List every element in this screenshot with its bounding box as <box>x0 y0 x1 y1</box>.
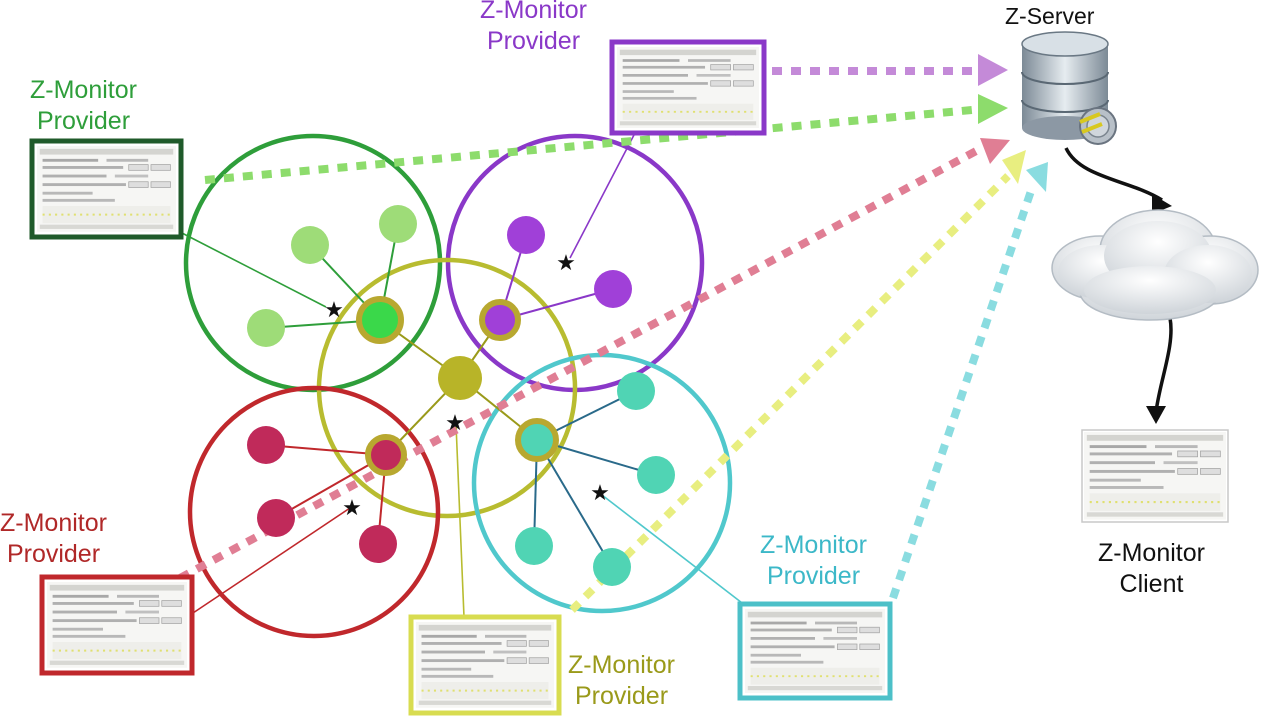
database-server-icon <box>1021 31 1117 145</box>
node <box>515 527 553 565</box>
cyan-dashed-arrow <box>889 186 1036 600</box>
provider-screenshot-cyan <box>737 601 893 701</box>
provider-label-line2: Provider <box>766 561 861 590</box>
gateway-node <box>365 434 407 476</box>
provider-label-red: Z-Monitor Provider <box>0 508 107 569</box>
provider-label-olive: Z-Monitor Provider <box>568 650 675 711</box>
provider-label-green: Z-Monitor Provider <box>30 75 137 136</box>
node <box>257 499 295 537</box>
provider-screenshot-red <box>39 574 195 676</box>
node <box>593 548 631 586</box>
provider-label-line1: Z-Monitor <box>568 651 675 679</box>
server-label-text: Z-Server <box>1005 3 1095 29</box>
cloud-to-client-arrow <box>1154 317 1173 413</box>
gateway-node <box>515 418 559 462</box>
star-icon: ★ <box>342 496 362 521</box>
node <box>247 426 285 464</box>
provider-screenshot-olive <box>408 614 562 716</box>
node <box>359 525 397 563</box>
server-to-cloud-arrow <box>1064 147 1163 202</box>
provider-label-line2: Provider <box>574 681 669 710</box>
client-label: Z-Monitor Client <box>1098 538 1205 599</box>
olive-dashed-arrow <box>569 173 1011 613</box>
node <box>507 216 545 254</box>
red-dashed-arrow <box>178 146 980 582</box>
client-screenshot <box>1081 429 1229 523</box>
gateway-node <box>356 296 404 344</box>
gateway-node <box>479 299 521 341</box>
star-icon: ★ <box>445 411 465 436</box>
provider-label-line1: Z-Monitor <box>760 531 867 559</box>
provider-screenshot-green <box>29 138 184 240</box>
provider-label-cyan: Z-Monitor Provider <box>760 530 867 591</box>
client-label-line2: Client <box>1119 569 1184 598</box>
red-cluster-circle <box>187 385 441 639</box>
provider-label-line1: Z-Monitor <box>480 0 587 24</box>
node <box>379 205 417 243</box>
node <box>247 309 285 347</box>
provider-label-line2: Provider <box>36 106 131 135</box>
server-label: Z-Server <box>1005 2 1094 30</box>
star-icon: ★ <box>556 251 576 276</box>
star-icon: ★ <box>324 298 344 323</box>
node <box>594 270 632 308</box>
node <box>291 226 329 264</box>
provider-label-line2: Provider <box>486 26 581 55</box>
hub-node <box>438 356 482 400</box>
provider-label-line1: Z-Monitor <box>30 76 137 104</box>
node <box>637 456 675 494</box>
provider-label-purple: Z-Monitor Provider <box>480 0 587 56</box>
star-icon: ★ <box>590 481 610 506</box>
provider-screenshot-purple <box>609 39 767 136</box>
client-label-line1: Z-Monitor <box>1098 539 1205 567</box>
provider-label-line1: Z-Monitor <box>0 509 107 537</box>
node <box>617 372 655 410</box>
provider-label-line2: Provider <box>6 539 101 568</box>
green-dashed-arrow <box>204 106 973 184</box>
